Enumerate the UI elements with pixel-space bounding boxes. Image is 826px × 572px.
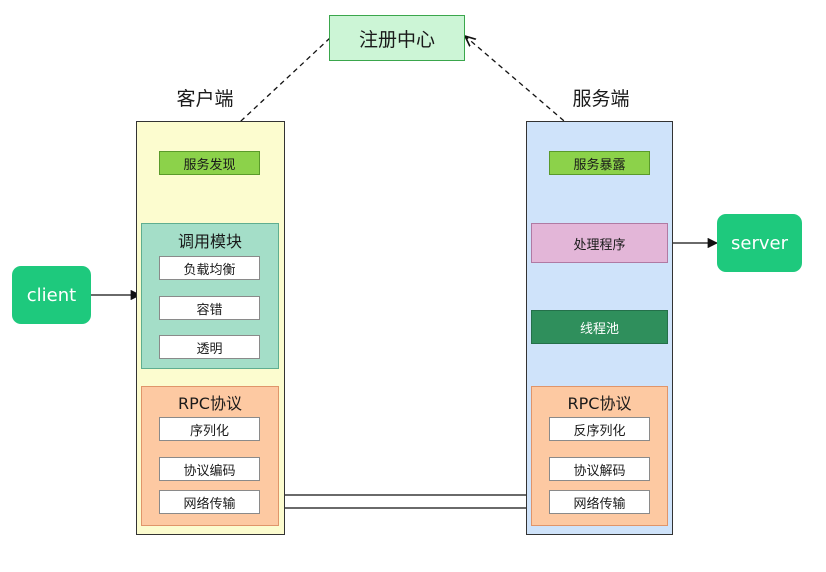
client-side-heading: 客户端 [176,87,234,110]
transparency-box: 透明 [159,335,260,359]
thread-pool-box: 线程池 [531,310,668,344]
handler-box: 处理程序 [531,223,668,263]
server-node: server [717,214,802,272]
client-network-transport-box: 网络传输 [159,490,260,514]
server-rpc-title: RPC协议 [567,394,632,413]
server-side-heading: 服务端 [572,87,630,110]
client-node: client [12,266,91,324]
registry-center-box: 注册中心 [329,15,465,61]
load-balance-box: 负载均衡 [159,256,260,280]
invoke-module-title: 调用模块 [177,232,242,251]
fault-tolerance-box: 容错 [159,296,260,320]
client-rpc-title: RPC协议 [178,394,242,413]
protocol-encoding-box: 协议编码 [159,457,260,481]
protocol-decoding-box: 协议解码 [549,457,650,481]
serialization-box: 序列化 [159,417,260,441]
service-exposure-box: 服务暴露 [549,151,650,175]
deserialization-box: 反序列化 [549,417,650,441]
server-network-transport-box: 网络传输 [549,490,650,514]
service-discovery-box: 服务发现 [159,151,260,175]
